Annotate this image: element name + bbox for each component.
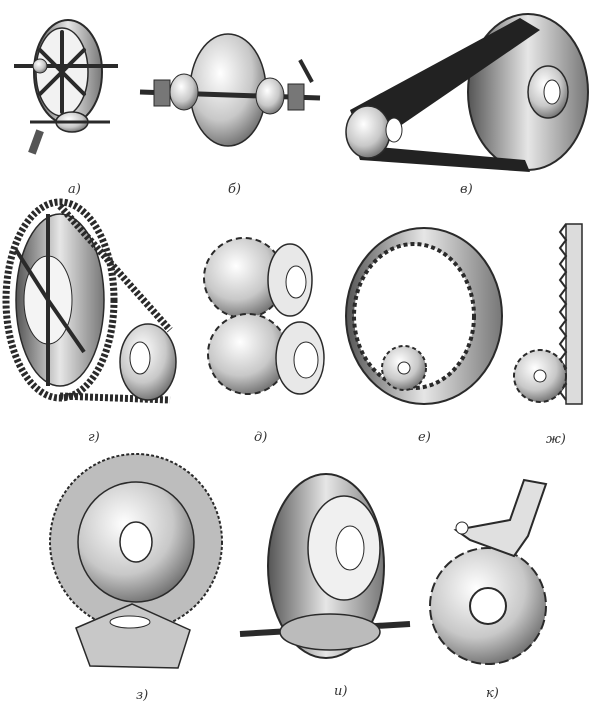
worm-gear-figure <box>239 473 411 659</box>
ratchet-figure <box>429 478 548 665</box>
belt-drive-figure <box>345 13 589 172</box>
spur-gears-figure <box>203 237 325 395</box>
label-k: к) <box>486 686 499 701</box>
label-b: б) <box>228 182 242 197</box>
friction-drive-figure <box>14 19 118 155</box>
label-e: е) <box>418 430 431 445</box>
internal-gear-figure <box>345 227 503 405</box>
label-v: в) <box>460 182 473 197</box>
cone-friction-figure <box>139 33 321 147</box>
bevel-gears-figure <box>49 453 223 669</box>
label-a: а) <box>68 182 81 197</box>
label-z: з) <box>136 688 149 703</box>
chain-drive-figure <box>2 198 177 404</box>
label-d: д) <box>254 430 268 445</box>
label-g: г) <box>88 430 100 445</box>
label-i: и) <box>334 684 348 699</box>
label-zh: ж) <box>546 432 566 447</box>
rack-pinion-figure <box>513 223 583 405</box>
